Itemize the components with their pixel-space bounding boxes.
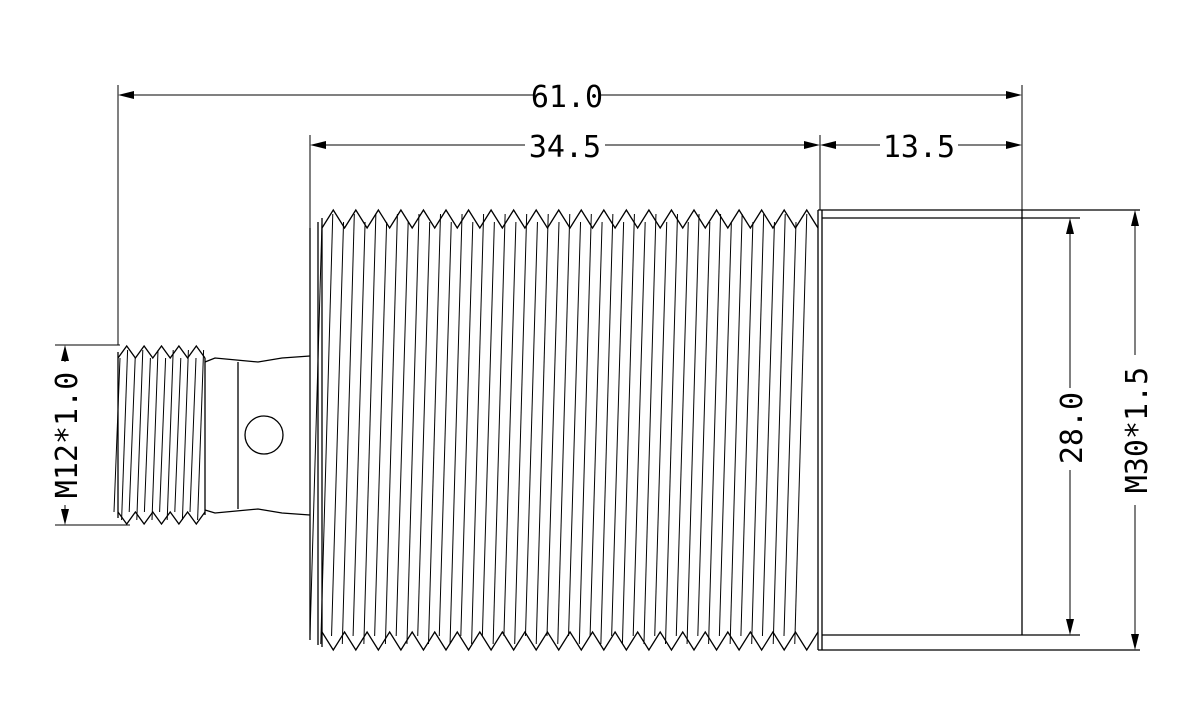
dim-label-connector-thread: M12*1.0 bbox=[50, 372, 85, 498]
dimension-connector-thread: M12*1.0 bbox=[50, 344, 130, 526]
dimension-overall-length: 61.0 bbox=[117, 80, 1023, 345]
connector-thread bbox=[113, 344, 206, 526]
dim-label-threaded-length: 34.5 bbox=[529, 130, 601, 165]
dim-label-main-thread: M30*1.5 bbox=[1120, 367, 1155, 493]
dimension-main-thread: M30*1.5 bbox=[1120, 210, 1155, 650]
dim-label-overall-length: 61.0 bbox=[531, 80, 603, 115]
dim-label-front-length: 13.5 bbox=[883, 130, 955, 165]
sensor-front-face bbox=[818, 209, 1140, 651]
dimension-threaded-length: 34.5 bbox=[309, 130, 821, 228]
dim-label-inner-diameter: 28.0 bbox=[1055, 392, 1090, 464]
dimension-inner-diameter: 28.0 bbox=[1055, 218, 1090, 635]
connector-neck bbox=[204, 355, 311, 516]
mounting-hole bbox=[244, 415, 284, 455]
main-thread-body bbox=[309, 208, 823, 652]
dimension-front-length: 13.5 bbox=[820, 130, 1022, 165]
